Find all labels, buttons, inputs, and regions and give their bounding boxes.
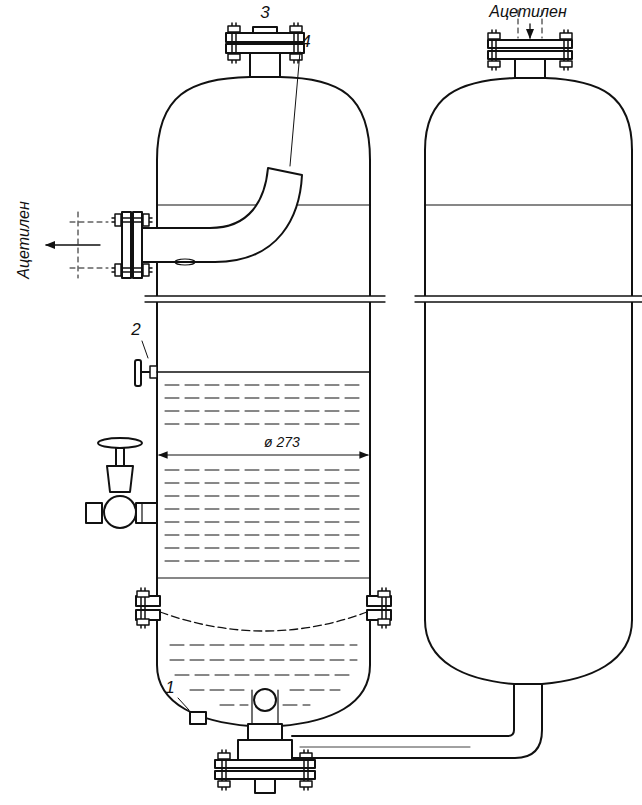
callout-number: 2	[129, 321, 142, 340]
dimension-label: ø 273	[262, 435, 302, 450]
flow-label: Ацетилен	[15, 199, 33, 281]
callout-number: 3	[258, 4, 271, 23]
flow-label: Ацетилен	[487, 3, 569, 21]
right-vessel	[415, 10, 642, 684]
callout-number: 1	[163, 679, 176, 698]
left-vessel	[46, 23, 391, 793]
callout-number: 4	[299, 33, 312, 52]
